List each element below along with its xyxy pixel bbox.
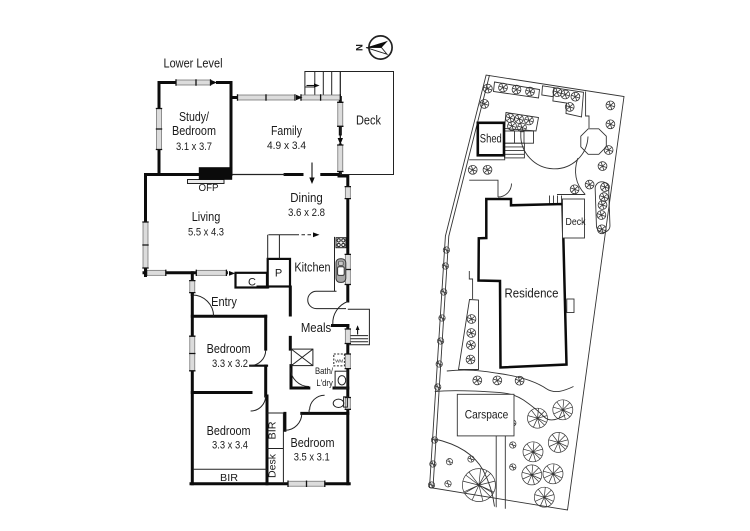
svg-text:N: N bbox=[355, 44, 366, 51]
svg-text:Shed: Shed bbox=[480, 134, 502, 146]
svg-text:Dining: Dining bbox=[290, 191, 323, 205]
svg-text:Meals: Meals bbox=[301, 321, 331, 335]
svg-text:5.5 x 4.3: 5.5 x 4.3 bbox=[188, 227, 224, 239]
svg-text:Residence: Residence bbox=[505, 287, 559, 301]
svg-text:Living: Living bbox=[192, 210, 221, 224]
svg-text:Lower Level: Lower Level bbox=[164, 57, 223, 71]
svg-text:WM: WM bbox=[335, 359, 343, 364]
svg-text:OFP: OFP bbox=[199, 183, 219, 194]
svg-text:Bedroom: Bedroom bbox=[172, 124, 216, 138]
svg-text:Carspace: Carspace bbox=[465, 408, 509, 422]
svg-text:Bedroom: Bedroom bbox=[207, 342, 251, 356]
svg-text:C: C bbox=[248, 277, 256, 289]
svg-text:3.6 x 2.8: 3.6 x 2.8 bbox=[288, 207, 325, 219]
svg-text:Entry: Entry bbox=[211, 295, 237, 309]
svg-text:Kitchen: Kitchen bbox=[294, 261, 330, 275]
svg-text:Family: Family bbox=[271, 124, 303, 138]
svg-text:3.3 x 3.2: 3.3 x 3.2 bbox=[212, 358, 248, 370]
svg-text:3.5 x 3.1: 3.5 x 3.1 bbox=[294, 452, 330, 464]
svg-text:BIR: BIR bbox=[220, 473, 238, 484]
svg-text:Desk: Desk bbox=[268, 453, 279, 478]
svg-text:Deck: Deck bbox=[566, 217, 587, 228]
svg-text:Bedroom: Bedroom bbox=[291, 436, 335, 450]
svg-text:Study/: Study/ bbox=[179, 110, 209, 124]
svg-text:Bedroom: Bedroom bbox=[207, 424, 251, 438]
svg-text:L'dry: L'dry bbox=[316, 378, 333, 389]
svg-text:Bath/: Bath/ bbox=[315, 366, 333, 377]
svg-text:3.1 x 3.7: 3.1 x 3.7 bbox=[176, 141, 212, 153]
svg-text:BIR: BIR bbox=[268, 422, 279, 440]
svg-text:3.3 x 3.4: 3.3 x 3.4 bbox=[212, 440, 248, 452]
svg-text:P: P bbox=[275, 268, 282, 280]
svg-text:4.9 x 3.4: 4.9 x 3.4 bbox=[267, 140, 306, 152]
svg-text:Deck: Deck bbox=[356, 114, 382, 128]
